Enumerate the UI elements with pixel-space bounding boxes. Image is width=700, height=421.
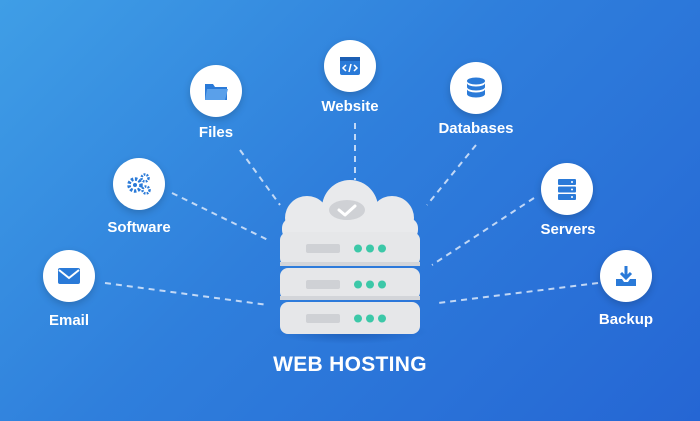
node-label-servers: Servers <box>540 221 596 238</box>
node-label-website: Website <box>321 98 379 115</box>
node-label-email: Email <box>48 312 90 329</box>
server-cloud-illustration <box>262 180 438 345</box>
connector-files <box>239 149 281 206</box>
node-label-databases: Databases <box>438 120 514 137</box>
server-layer-3 <box>280 302 420 334</box>
node-label-files: Files <box>198 124 234 141</box>
connector-software <box>171 192 269 241</box>
folder-icon <box>190 65 242 117</box>
code-window-icon <box>324 40 376 92</box>
server-layer-2 <box>280 268 420 300</box>
connector-databases <box>426 144 477 206</box>
check-icon <box>329 200 365 220</box>
connector-backup <box>437 282 599 304</box>
database-icon <box>450 62 502 114</box>
node-label-backup: Backup <box>598 311 654 328</box>
connector-email <box>104 282 269 306</box>
node-label-software: Software <box>107 219 171 236</box>
diagram-title: WEB HOSTING <box>273 353 427 376</box>
connector-servers <box>431 197 535 266</box>
gears-icon <box>113 158 165 210</box>
download-tray-icon <box>600 250 652 302</box>
server-rack-icon <box>541 163 593 215</box>
server-layer-1 <box>280 232 420 266</box>
email-icon <box>43 250 95 302</box>
